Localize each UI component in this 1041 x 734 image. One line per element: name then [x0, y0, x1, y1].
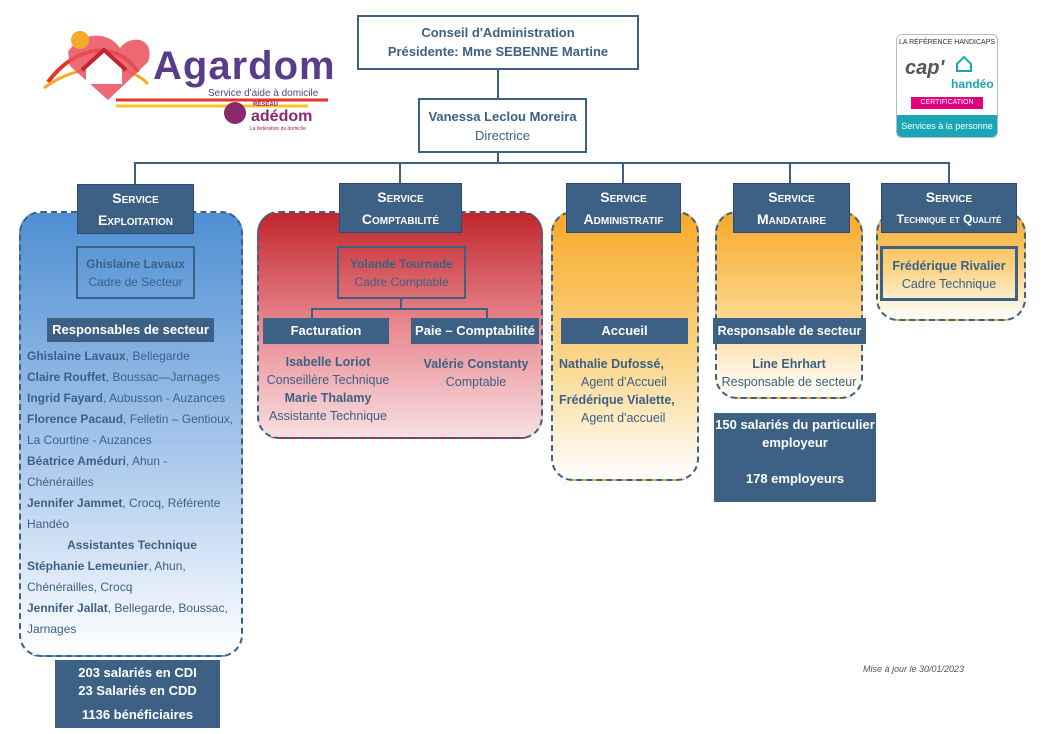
badge-certification-band: CERTIFICATION — [911, 97, 983, 109]
header-administratif-line-2: Administratif — [583, 211, 664, 227]
person-name: Nathalie Dufossé, — [559, 357, 664, 371]
panel-exploitation — [19, 211, 243, 657]
staff-item: Ingrid Fayard, Aubusson - Auzances — [27, 391, 226, 405]
staff-item: Florence Pacaud, Felletin – Gentioux, La… — [27, 412, 234, 447]
person-name: Line Ehrhart — [752, 357, 826, 371]
connector-drop-mandataire — [789, 162, 791, 184]
person-role: Conseillère Technique — [266, 373, 390, 387]
connector-comptabilite-split — [311, 308, 487, 310]
badge-top-text: LA RÉFÉRENCE HANDICAPS — [898, 39, 996, 46]
stats-exploitation: 203 salariés en CDI 23 Salariés en CDD 1… — [55, 660, 220, 728]
connector-drop-administratif — [622, 162, 624, 184]
staff-item: Jennifer Jammet, Crocq, Référente Handéo — [27, 496, 221, 531]
person-role: Responsable de secteur — [721, 375, 857, 389]
header-mandataire-line-2: Mandataire — [756, 211, 827, 227]
badge-brand-handeo: handéo — [951, 77, 994, 91]
people-accueil: Nathalie Dufossé, Agent d'Accueil Frédér… — [557, 355, 697, 427]
stat-employeurs: 178 employeurs — [745, 471, 845, 486]
connector-horizontal-bus — [134, 162, 949, 164]
staff-item: Jennifer Jallat, Bellegarde, Boussac, Ja… — [27, 601, 228, 636]
people-mandataire: Line Ehrhart Responsable de secteur — [715, 355, 863, 391]
subheader-facturation: Facturation — [263, 318, 389, 344]
adedom-network-label: RÉSEAU — [253, 102, 279, 108]
director-box: Vanessa Leclou Moreira Directrice — [418, 98, 587, 153]
header-comptabilite-line-1: Service — [377, 189, 424, 205]
person-role: Agent d'Accueil — [581, 375, 667, 389]
person-name: Marie Thalamy — [284, 391, 372, 405]
person-name: Valérie Constanty — [423, 357, 529, 371]
person-name: Isabelle Loriot — [285, 355, 371, 369]
head-technique-role: Cadre Technique — [901, 277, 997, 291]
head-comptabilite: Yolande Tournade Cadre Comptable — [337, 246, 466, 299]
badge-brand-cap: cap' — [905, 57, 945, 79]
connector-comptabilite-left — [311, 308, 313, 320]
agardom-logo-graphic — [43, 31, 328, 108]
logo-tagline: Service d'aide à domicile — [208, 88, 319, 99]
connector-comptabilite-right — [486, 308, 488, 320]
badge-bottom-band: Services à la personne — [897, 115, 997, 137]
head-technique-name: Frédérique Rivalier — [892, 259, 1006, 273]
header-mandataire-line-1: Service — [768, 189, 815, 205]
adedom-logo-icon — [224, 102, 246, 124]
update-date: Mise à jour le 30/01/2023 — [863, 664, 965, 674]
header-exploitation: Service Exploitation — [77, 184, 194, 234]
staff-item: Stéphanie Lemeunier, Ahun, Chénérailles,… — [27, 559, 186, 594]
header-comptabilite: Service Comptabilité — [339, 183, 462, 233]
header-exploitation-line-1: Service — [112, 190, 159, 206]
stat-beneficiaires: 1136 bénéficiaires — [81, 707, 194, 722]
staff-item: Béatrice Améduri, Ahun - Chénérailles — [27, 454, 168, 489]
staff-item: Ghislaine Lavaux, Bellegarde — [27, 349, 190, 363]
subheader-exploitation: Responsables de secteur — [47, 318, 214, 342]
connector-drop-technique — [948, 162, 950, 184]
subheader-mandataire: Responsable de secteur — [713, 318, 866, 344]
board-line-2: Présidente: Mme SEBENNE Martine — [387, 44, 609, 59]
header-technique-line-2: Technique et Qualité — [896, 212, 1002, 226]
stat-cdi: 203 salariés en CDI — [78, 665, 197, 680]
connector-comptabilite-down — [400, 299, 402, 309]
stats-mandataire: 150 salariés du particulier employeur 17… — [714, 413, 876, 502]
header-administratif: Service Administratif — [566, 183, 681, 233]
header-exploitation-line-2: Exploitation — [97, 212, 174, 228]
subheader-assistantes: Assistantes Technique — [67, 538, 197, 552]
logo-wordmark: Agardom — [153, 44, 336, 88]
stat-salaries-particulier: 150 salariés du particulier employeur — [715, 417, 875, 450]
connector-drop-comptabilite — [399, 162, 401, 184]
header-administratif-line-1: Service — [600, 189, 647, 205]
agardom-logo: Agardom Service d'aide à domicile RÉSEAU… — [38, 22, 338, 134]
person-name: Frédérique Vialette, — [559, 393, 675, 407]
head-exploitation-name: Ghislaine Lavaux — [86, 257, 185, 271]
head-technique: Frédérique Rivalier Cadre Technique — [880, 246, 1018, 301]
head-comptabilite-name: Yolande Tournade — [350, 257, 453, 271]
adedom-network-sub: La fédération du domicile — [250, 126, 306, 132]
staff-list-exploitation: Ghislaine Lavaux, Bellegarde Claire Rouf… — [27, 346, 237, 640]
stat-cdd: 23 Salariés en CDD — [78, 683, 197, 698]
board-box: Conseil d'Administration Présidente: Mme… — [357, 15, 639, 70]
panel-administratif — [551, 211, 699, 481]
person-role: Assistante Technique — [269, 409, 387, 423]
cap-handeo-badge: LA RÉFÉRENCE HANDICAPS cap' handéo CERTI… — [896, 34, 998, 138]
board-line-1: Conseil d'Administration — [421, 25, 575, 40]
header-technique: Service Technique et Qualité — [881, 183, 1017, 233]
connector-board-director — [497, 70, 499, 100]
people-paie: Valérie Constanty Comptable — [406, 355, 546, 391]
house-icon — [955, 55, 973, 73]
person-role: Agent d'accueil — [581, 411, 666, 425]
head-exploitation: Ghislaine Lavaux Cadre de Secteur — [76, 246, 195, 299]
subheader-paie: Paie – Comptabilité — [411, 318, 539, 344]
connector-drop-exploitation — [134, 162, 136, 184]
header-comptabilite-line-2: Comptabilité — [361, 211, 440, 227]
adedom-network-name: adédom — [251, 108, 313, 125]
person-role: Comptable — [445, 375, 507, 389]
staff-item: Claire Rouffet, Boussac—Jarnages — [27, 370, 220, 384]
director-name: Vanessa Leclou Moreira — [428, 109, 577, 124]
head-comptabilite-role: Cadre Comptable — [354, 275, 449, 289]
people-facturation: Isabelle Loriot Conseillère Technique Ma… — [258, 353, 398, 425]
connector-director-bus — [497, 153, 499, 163]
subheader-accueil: Accueil — [561, 318, 688, 344]
director-role: Directrice — [475, 128, 530, 143]
header-technique-line-1: Service — [925, 189, 973, 205]
head-exploitation-role: Cadre de Secteur — [88, 275, 183, 289]
header-mandataire: Service Mandataire — [733, 183, 850, 233]
